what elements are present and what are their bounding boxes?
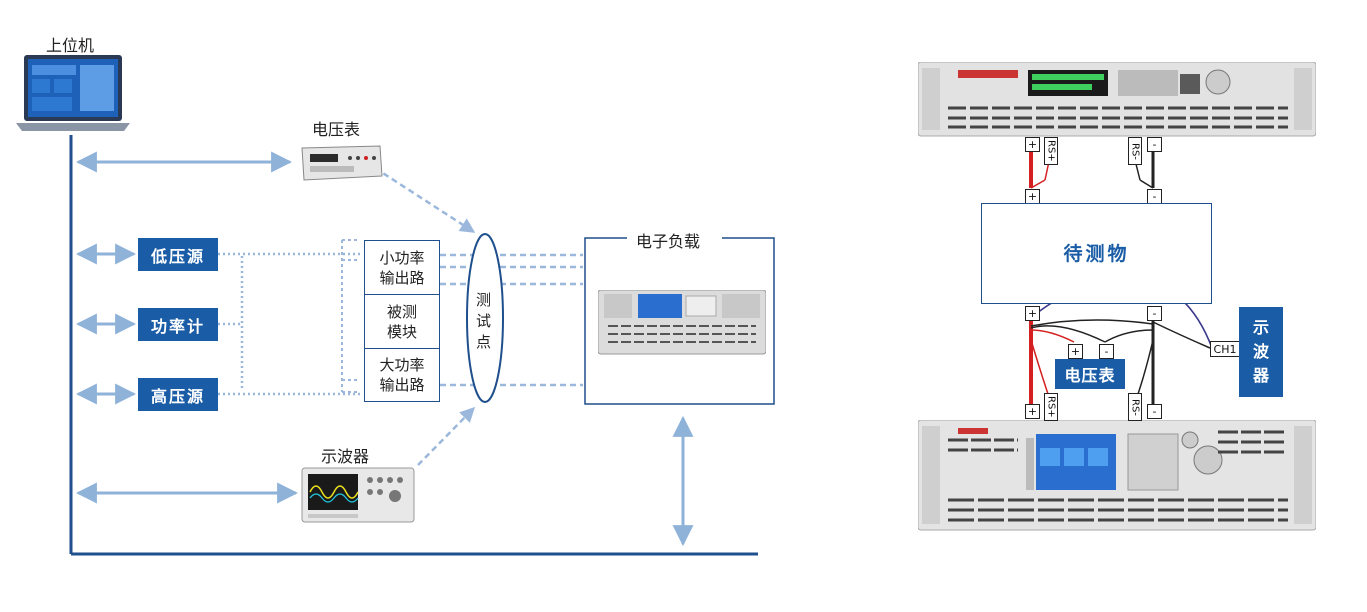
- oscilloscope-icon: [301, 467, 415, 523]
- host-pc-label: 上位机: [46, 36, 95, 55]
- dut-bottom-plus-terminal: +: [1025, 306, 1040, 321]
- top-minus-terminal: -: [1147, 137, 1162, 152]
- right-oscilloscope-label: 示 波 器: [1239, 307, 1283, 397]
- voltmeter-label: 电压表: [312, 120, 361, 139]
- top-rs-plus-terminal: RS+: [1044, 137, 1058, 165]
- voltmeter-minus-terminal: -: [1099, 344, 1114, 359]
- dut-box: 待测物: [981, 203, 1212, 304]
- small-power-output-label: 小功率 输出路: [379, 248, 425, 287]
- oscilloscope-label: 示波器: [321, 447, 370, 466]
- dc-power-supply-icon: [918, 62, 1316, 137]
- dut-bottom-minus-terminal: -: [1147, 306, 1162, 321]
- dut-label: 待测物: [1063, 242, 1130, 265]
- large-power-output-label: 大功率 输出路: [379, 356, 425, 394]
- high-voltage-source: 高压源: [138, 378, 218, 411]
- top-plus-terminal: +: [1025, 137, 1040, 152]
- electronic-load-icon: [598, 290, 766, 355]
- ch1-terminal: CH1: [1210, 341, 1240, 357]
- dut-module-label: 被测 模块: [386, 302, 417, 341]
- voltmeter-icon: [301, 145, 383, 181]
- voltmeter-plus-terminal: +: [1068, 344, 1083, 359]
- electronic-load-label: 电子负载: [633, 228, 704, 252]
- load-minus-terminal: -: [1147, 404, 1162, 419]
- large-power-output-box: 大功率 输出路: [364, 348, 440, 402]
- load-rs-plus-terminal: RS+: [1044, 393, 1058, 421]
- load-rs-minus-terminal: RS-: [1128, 393, 1142, 421]
- dut-module-box: 被测 模块: [364, 294, 440, 349]
- low-voltage-source: 低压源: [138, 238, 218, 271]
- test-point-label: 测 试 点: [476, 291, 492, 351]
- dut-top-minus-terminal: -: [1147, 189, 1162, 204]
- dut-top-plus-terminal: +: [1025, 189, 1040, 204]
- laptop-icon: [16, 55, 130, 131]
- load-plus-terminal: +: [1025, 404, 1040, 419]
- right-voltmeter-label: 电压表: [1055, 359, 1125, 389]
- right-electronic-load-icon: [918, 420, 1316, 531]
- left-diagram-lines: [69, 135, 775, 556]
- power-meter: 功率计: [138, 308, 218, 341]
- small-power-output-box: 小功率 输出路: [364, 240, 440, 295]
- top-rs-minus-terminal: RS-: [1128, 137, 1142, 165]
